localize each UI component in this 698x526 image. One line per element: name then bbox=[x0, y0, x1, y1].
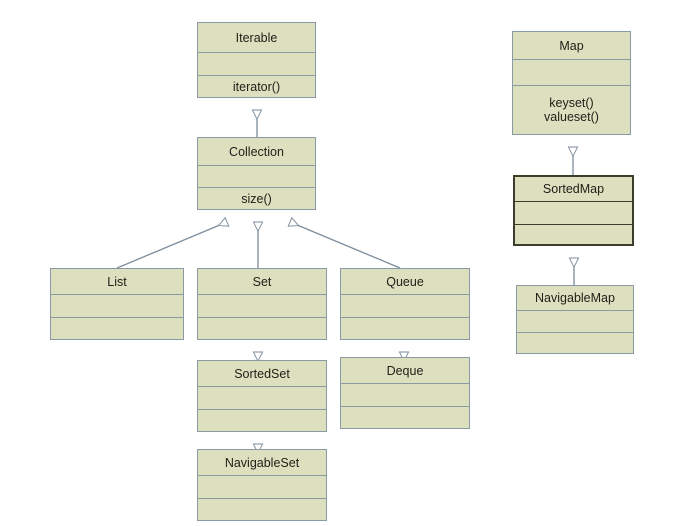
class-attributes-iterable bbox=[198, 53, 315, 76]
class-name-collection: Collection bbox=[198, 138, 315, 166]
uml-class-deque[interactable]: Deque bbox=[340, 357, 470, 429]
uml-class-list[interactable]: List bbox=[50, 268, 184, 340]
class-attributes-navigablemap bbox=[517, 311, 633, 333]
class-operations-map: keyset() valueset() bbox=[544, 96, 599, 124]
class-attributes-collection bbox=[198, 166, 315, 188]
class-operations-collection: size() bbox=[241, 191, 272, 206]
class-operations-list bbox=[51, 318, 183, 339]
class-name-set: Set bbox=[198, 269, 326, 295]
class-attributes-set bbox=[198, 295, 326, 318]
class-name-map: Map bbox=[513, 32, 630, 60]
class-name-navigablemap: NavigableMap bbox=[517, 286, 633, 311]
uml-class-queue[interactable]: Queue bbox=[340, 268, 470, 340]
uml-class-navigablemap[interactable]: NavigableMap bbox=[516, 285, 634, 354]
class-name-queue: Queue bbox=[341, 269, 469, 295]
edge-queue-collection[interactable] bbox=[290, 222, 401, 269]
uml-class-sortedset[interactable]: SortedSet bbox=[197, 360, 327, 432]
class-attributes-queue bbox=[341, 295, 469, 318]
class-attributes-sortedmap bbox=[515, 202, 632, 225]
class-operations-sortedmap bbox=[515, 225, 632, 244]
class-operations-sortedset bbox=[198, 410, 326, 431]
class-operations-set bbox=[198, 318, 326, 339]
class-name-list: List bbox=[51, 269, 183, 295]
class-name-iterable: Iterable bbox=[198, 23, 315, 53]
uml-class-sortedmap[interactable]: SortedMap bbox=[513, 175, 634, 246]
class-operations-deque bbox=[341, 407, 469, 428]
class-attributes-list bbox=[51, 295, 183, 318]
class-operations-navigablemap bbox=[517, 333, 633, 353]
uml-class-collection[interactable]: Collection size() bbox=[197, 137, 316, 210]
class-operations-iterable: iterator() bbox=[232, 79, 281, 94]
edge-list-collection[interactable] bbox=[116, 222, 227, 269]
class-attributes-map bbox=[513, 60, 630, 86]
class-attributes-sortedset bbox=[198, 387, 326, 410]
uml-class-map[interactable]: Map keyset() valueset() bbox=[512, 31, 631, 135]
uml-class-navigableset[interactable]: NavigableSet bbox=[197, 449, 327, 521]
uml-class-set[interactable]: Set bbox=[197, 268, 327, 340]
class-attributes-deque bbox=[341, 384, 469, 407]
class-name-sortedset: SortedSet bbox=[198, 361, 326, 387]
class-operations-queue bbox=[341, 318, 469, 339]
uml-class-iterable[interactable]: Iterable iterator() bbox=[197, 22, 316, 98]
class-attributes-navigableset bbox=[198, 476, 326, 499]
class-operations-navigableset bbox=[198, 499, 326, 520]
class-name-sortedmap: SortedMap bbox=[515, 177, 632, 202]
class-name-navigableset: NavigableSet bbox=[198, 450, 326, 476]
class-name-deque: Deque bbox=[341, 358, 469, 384]
